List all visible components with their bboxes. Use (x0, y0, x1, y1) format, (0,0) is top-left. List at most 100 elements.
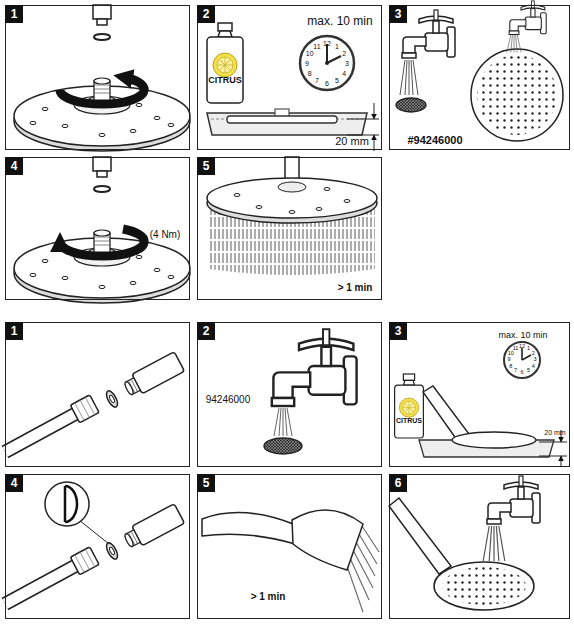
flush-step (344, 200, 350, 203)
step-number: 1 (5, 5, 23, 23)
flush-hand-shower-step (359, 534, 377, 564)
torque-note: (4 Nm) (150, 230, 181, 240)
flush-hand-shower-step (356, 542, 375, 576)
step-number: 6 (389, 474, 407, 492)
rinse-step (402, 10, 455, 58)
step-panel: 6 (389, 474, 570, 619)
soak-hand-shower-step (423, 386, 469, 440)
clock-numeral: 11 (313, 42, 320, 49)
screw-step (14, 157, 190, 303)
unscrew-step (14, 5, 190, 151)
clock-numeral: 12 (323, 40, 331, 47)
rinse-filter-step (274, 408, 292, 436)
time-note: > 1 min (251, 592, 286, 602)
detach-hose-step (5, 352, 185, 452)
soak-step (207, 23, 379, 151)
step-panel: 4 (5, 474, 190, 619)
flush-step (278, 182, 306, 192)
refit-hose-step (79, 520, 109, 544)
step-panel: 1 (5, 5, 190, 150)
soak-step (227, 116, 337, 123)
rinse-spray-face-step (487, 476, 540, 524)
unscrew-step (60, 77, 144, 104)
refit-hose-step (65, 486, 77, 522)
rinse-filter-step (264, 438, 302, 454)
unscrew-step (14, 5, 190, 151)
soak-step (327, 56, 341, 63)
clock-numeral: 11 (513, 346, 519, 352)
flush-step (289, 211, 295, 214)
step-panel: 5 (197, 474, 382, 619)
clock-numeral: 9 (305, 60, 309, 67)
rinse-spray-face-step (389, 498, 451, 574)
rinse-step (396, 1, 563, 141)
clock-numeral: 2 (342, 50, 346, 57)
clock-numeral: 3 (345, 60, 349, 67)
refit-hose-step (5, 504, 185, 604)
soak-hand-shower-step (521, 348, 523, 360)
soak-step (374, 103, 375, 119)
flush-step (234, 188, 350, 214)
dimension: 20 mm (544, 429, 565, 436)
step-number: 2 (197, 322, 215, 340)
flush-hand-shower-step (353, 550, 373, 588)
clock-numeral: 9 (507, 357, 510, 363)
soak-step (207, 113, 367, 135)
bottle-label: CITRUS (208, 76, 242, 85)
clock-numeral: 4 (342, 70, 346, 77)
flush-step (207, 157, 377, 275)
dimension: 20 mm (335, 136, 369, 147)
bottle-label: CITRUS (396, 417, 422, 424)
soak-step (326, 44, 328, 63)
rinse-step (400, 60, 418, 95)
step-panel: 1 (5, 322, 190, 467)
step-panel: 3 (389, 5, 570, 150)
time-note: max. 10 min (498, 331, 547, 340)
step-number: 5 (197, 157, 215, 175)
flush-hand-shower-step (347, 566, 363, 612)
flush-step (316, 208, 322, 211)
clock-numeral: 2 (532, 351, 535, 357)
clock-numeral: 10 (306, 50, 314, 57)
step-number: 2 (197, 5, 215, 23)
part-number: #94246000 (407, 135, 462, 146)
soak-step (207, 23, 243, 103)
rinse-filter-step (264, 329, 357, 454)
clock-numeral: 3 (533, 357, 536, 363)
clock-numeral: 4 (532, 364, 535, 370)
step-number: 5 (197, 474, 215, 492)
flush-hand-shower-step (292, 510, 363, 570)
clock-numeral: 7 (514, 369, 517, 375)
refit-hose-step (45, 482, 89, 526)
soak-hand-shower-step (522, 355, 531, 360)
step-panel: 3 (389, 322, 570, 467)
rinse-spray-face-step (389, 476, 540, 610)
rinse-step (477, 55, 557, 135)
clock-numeral: 10 (508, 351, 514, 357)
rinse-spray-face-step (442, 567, 526, 605)
soak-step (347, 119, 379, 135)
soak-step (374, 135, 375, 151)
flush-hand-shower-step (202, 510, 379, 612)
step-number: 1 (5, 322, 23, 340)
part-number: 94246000 (206, 395, 251, 405)
clock-numeral: 7 (315, 77, 319, 84)
flush-step (256, 206, 262, 209)
soak-hand-shower-step (561, 456, 562, 466)
soak-step (325, 61, 329, 65)
step-panel: 4 (5, 157, 190, 300)
clock-numeral: 6 (325, 80, 329, 87)
time-note: max. 10 min (307, 15, 372, 27)
soak-hand-shower-step (539, 442, 567, 456)
flush-hand-shower-step (202, 513, 295, 544)
soak-hand-shower-step (504, 342, 540, 378)
clock-numeral: 5 (527, 369, 530, 375)
flush-hand-shower-step (350, 558, 369, 600)
clock-numeral: 5 (335, 77, 339, 84)
soak-hand-shower-step (395, 374, 424, 438)
clock-numeral: 1 (335, 42, 339, 49)
detach-hose-step (5, 352, 185, 452)
clock-numeral: 12 (519, 344, 525, 350)
